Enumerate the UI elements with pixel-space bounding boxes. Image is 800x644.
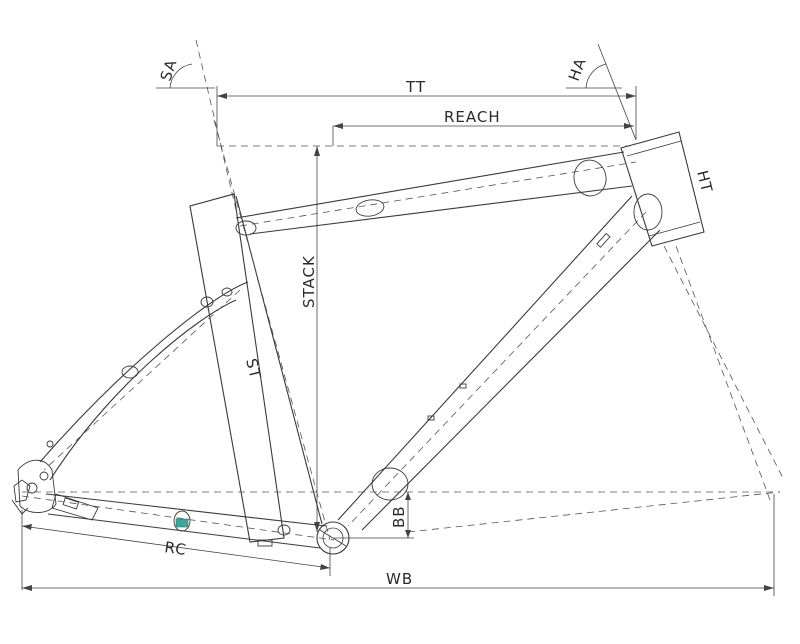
head-tube: HT xyxy=(620,131,716,247)
tt-label: TT xyxy=(405,78,426,96)
down-tube xyxy=(337,193,663,531)
st-label: ST xyxy=(242,357,264,381)
rc-dimension: RC xyxy=(21,510,331,590)
rc-label: RC xyxy=(163,538,187,559)
sa-angle: SA xyxy=(156,39,237,211)
stack-dimension: STACK xyxy=(300,146,320,532)
wb-dimension: WB xyxy=(22,494,775,596)
bb-label: BB xyxy=(390,505,408,528)
ha-label: HA xyxy=(565,55,590,83)
tt-dimension: TT xyxy=(216,78,637,146)
chainstay-accent xyxy=(175,518,189,528)
seat-stay xyxy=(39,281,249,481)
reach-label: REACH xyxy=(444,108,501,126)
reach-dimension: REACH xyxy=(332,108,634,146)
top-tube xyxy=(235,151,637,236)
stack-label: STACK xyxy=(300,255,318,308)
sa-label: SA xyxy=(157,57,181,84)
bb-dimension: BB xyxy=(334,492,414,539)
reference-lines xyxy=(21,245,785,541)
wb-label: WB xyxy=(386,570,413,588)
chain-stay xyxy=(45,493,327,549)
ht-label: HT xyxy=(693,169,716,195)
seat-tube: ST xyxy=(189,119,331,543)
rear-dropout xyxy=(11,440,99,521)
